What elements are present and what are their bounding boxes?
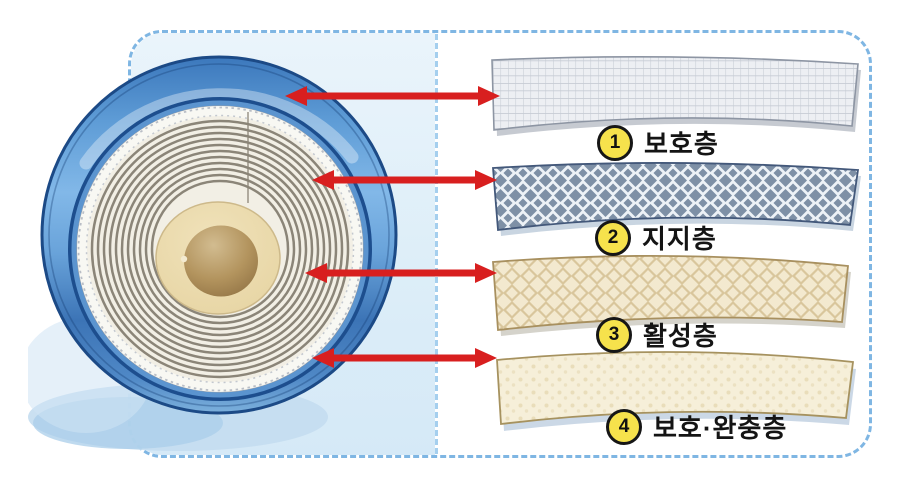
layer2-name: 지지층	[642, 224, 717, 254]
layer4-number-badge: 4	[606, 408, 642, 445]
layer2-label-row: 2 지지층	[595, 219, 717, 256]
core-notch-highlight	[180, 255, 188, 263]
strip-support-layer	[492, 162, 861, 236]
roll-cross-section-face	[68, 97, 372, 401]
layer4-label-row: 4 보호·완충층	[606, 408, 787, 445]
strip-cushion-layer	[496, 351, 856, 431]
strip-active-layer	[492, 254, 851, 336]
layer1-name: 보호층	[644, 129, 719, 159]
layer2-number-badge: 2	[595, 219, 631, 256]
layer-sample-strips	[491, 56, 861, 431]
layer3-name: 활성층	[643, 321, 718, 351]
layer3-number-badge: 3	[596, 316, 632, 353]
panel-divider-dashed-line	[435, 34, 438, 454]
layer3-label-row: 3 활성층	[596, 316, 718, 353]
layer1-label-row: 1 보호층	[597, 124, 719, 161]
layer4-name: 보호·완충층	[653, 413, 788, 443]
tape-roll-illustration	[28, 55, 398, 451]
layer1-number-badge: 1	[597, 124, 633, 161]
roll-core-hole	[184, 225, 258, 297]
strip-protective-layer	[491, 56, 861, 136]
roll-spiral-windings	[90, 119, 350, 379]
